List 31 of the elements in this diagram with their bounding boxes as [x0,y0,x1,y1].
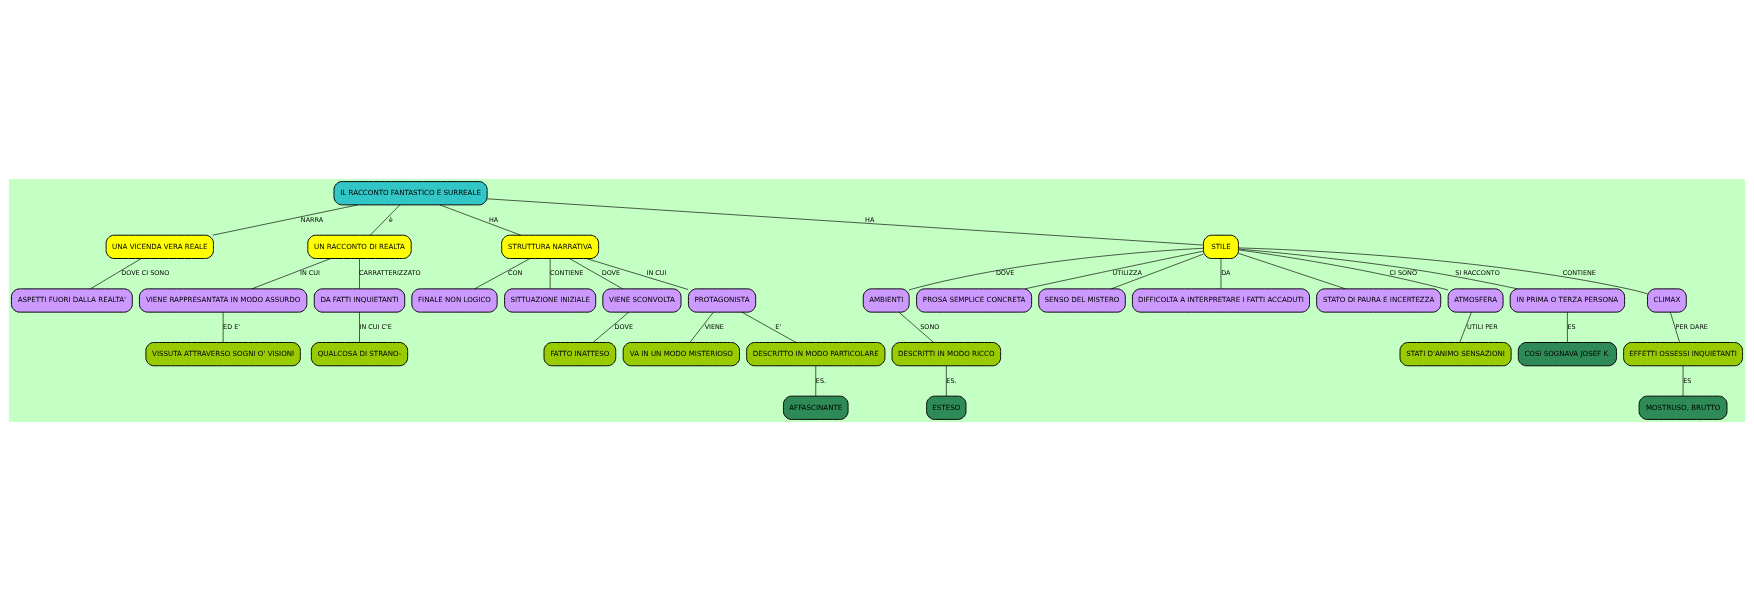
connector [1682,365,1684,396]
connector [251,257,332,289]
connector [586,257,689,290]
connector [946,365,947,396]
connector [439,204,522,235]
connector [815,365,817,396]
connector [1238,247,1648,294]
connector [741,311,797,343]
connector [222,311,224,343]
connector [898,311,934,343]
connector [1238,248,1518,289]
connector [592,311,630,343]
connector [1024,250,1204,289]
connector [474,257,531,289]
connector [569,257,623,289]
connector [1220,257,1222,289]
connector [1238,249,1449,290]
connector [1670,311,1680,343]
connector [549,257,551,289]
connector [1567,311,1568,343]
connector [370,204,401,235]
connector [359,257,360,289]
connector [1111,253,1204,289]
connector [90,257,142,289]
connector [1459,311,1472,343]
connector [689,311,714,343]
connector [212,204,358,235]
connector [486,198,1204,245]
connector [908,247,1204,290]
connector [359,311,360,343]
connector [1238,252,1346,289]
